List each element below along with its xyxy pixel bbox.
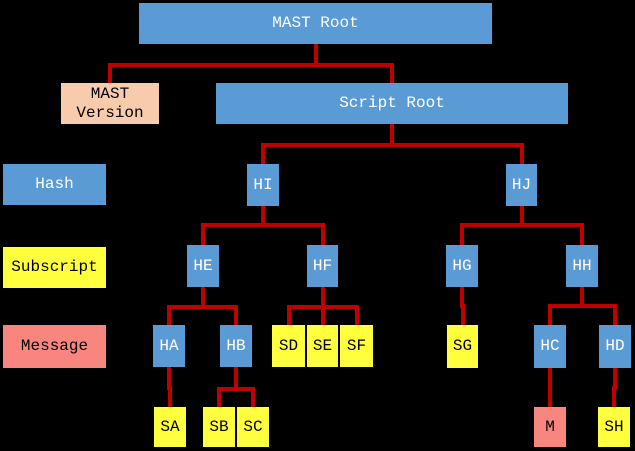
connector-hb-branch (217, 387, 255, 391)
connector-mast-root-branch (108, 63, 394, 67)
connector-hh-drop-hc (548, 304, 552, 325)
connector-ha-drop-sa (168, 386, 172, 407)
node-mast-version: MAST Version (61, 83, 159, 124)
connector-hf-stem (320, 287, 325, 309)
connector-script-root-stem (390, 124, 394, 147)
node-hf: HF (307, 245, 338, 287)
connector-hj-drop-hg (460, 223, 464, 245)
node-m: M (534, 407, 566, 447)
connector-hc-stem (548, 368, 552, 390)
connector-hj-stem (519, 206, 524, 227)
connector-hd-drop-sh (612, 386, 616, 407)
node-sa: SA (154, 407, 186, 447)
connector-he-drop-ha (167, 305, 171, 325)
node-se: SE (307, 325, 338, 367)
connector-hh-branch (548, 304, 617, 308)
connector-script-root-branch (261, 143, 524, 147)
connector-hf-drop-sf (354, 305, 359, 325)
connector-hb-stem (234, 367, 238, 391)
node-sf: SF (340, 325, 373, 367)
node-sg: SG (447, 325, 478, 368)
node-mast-root: MAST Root (139, 3, 492, 44)
node-sh: SH (598, 407, 630, 447)
connector-hb-drop-sb (217, 387, 221, 407)
node-hd: HD (599, 325, 631, 368)
connector-hf-drop-se (320, 305, 325, 325)
node-sc: SC (237, 407, 269, 447)
legend-box-message: Message (3, 325, 106, 368)
connector-he-drop-hb (234, 305, 238, 325)
node-hh: HH (566, 245, 598, 287)
connector-hg-drop-sg (460, 304, 465, 325)
node-ha: HA (153, 325, 185, 367)
node-hj: HJ (506, 164, 537, 206)
connector-hj-branch (460, 223, 584, 227)
connector-mast-root-drop-script-root (390, 63, 394, 83)
connector-script-root-drop-hi (261, 143, 265, 164)
connector-hd-stem (613, 368, 617, 390)
connector-hb-drop-sc (251, 387, 255, 407)
connector-script-root-drop-hj (519, 143, 524, 164)
node-hg: HG (446, 245, 478, 287)
connector-hj-drop-hh (580, 223, 584, 245)
connector-hi-branch (201, 223, 325, 227)
node-hb: HB (220, 325, 252, 367)
legend-box-subscript: Subscript (3, 247, 106, 288)
connector-hi-drop-hf (320, 223, 325, 245)
connector-hc-drop-m (548, 386, 552, 407)
node-hi: HI (247, 164, 279, 206)
connector-ha-stem (167, 367, 171, 390)
legend-box-hash: Hash (3, 164, 106, 205)
connector-hi-stem (261, 206, 265, 227)
connector-he-stem (201, 287, 205, 309)
connector-hh-stem (580, 287, 584, 308)
connector-mast-root-stem (313, 44, 318, 67)
connector-hf-drop-sd (286, 305, 291, 325)
connector-hh-drop-hd (613, 304, 617, 325)
connector-he-branch (167, 305, 238, 309)
node-he: HE (187, 245, 219, 287)
connector-hg-stem (460, 287, 464, 308)
node-sd: SD (272, 325, 305, 367)
connector-mast-root-drop-mast-version (108, 63, 112, 83)
node-sb: SB (203, 407, 235, 447)
connector-hi-drop-he (201, 223, 205, 245)
node-script-root: Script Root (216, 83, 568, 124)
node-hc: HC (534, 325, 566, 368)
